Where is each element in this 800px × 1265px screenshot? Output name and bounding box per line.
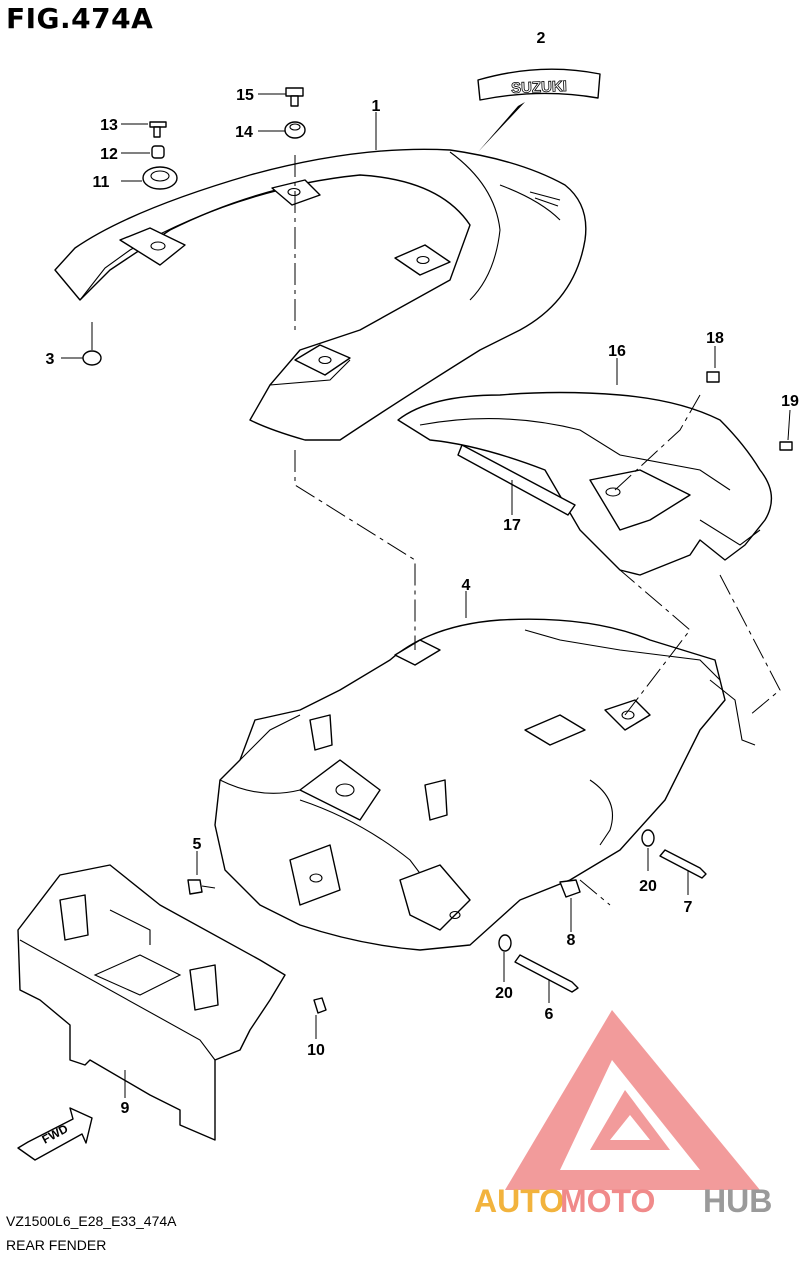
callout-2: 2 <box>537 30 546 47</box>
callout-11: 11 <box>93 174 110 191</box>
fastener-parts <box>187 829 707 1014</box>
callout-10: 10 <box>307 1042 325 1059</box>
seat-tail-cover-part <box>54 148 587 441</box>
rear-fender-part <box>214 618 756 951</box>
watermark-hub: HUB <box>703 1183 772 1219</box>
callout-20-lower: 20 <box>495 985 513 1002</box>
callout-7: 7 <box>684 899 693 916</box>
watermark-text: AUTO MOTO HUB <box>474 1183 772 1219</box>
callout-18: 18 <box>706 330 724 347</box>
callout-15: 15 <box>236 87 254 104</box>
callout-19: 19 <box>781 393 799 410</box>
callout-5: 5 <box>193 836 202 853</box>
callout-6: 6 <box>545 1006 554 1023</box>
callout-3: 3 <box>46 351 55 368</box>
rear-fender-inner-part <box>397 371 793 576</box>
callout-4: 4 <box>462 577 471 594</box>
figure-caption: REAR FENDER <box>6 1237 107 1253</box>
watermark-moto: MOTO <box>560 1183 655 1219</box>
callout-16: 16 <box>608 343 626 360</box>
hardware-parts <box>82 87 306 366</box>
watermark-logo-icon <box>505 1010 760 1190</box>
callout-9: 9 <box>121 1100 130 1117</box>
battery-tray-part <box>17 864 286 1141</box>
callout-17: 17 <box>503 517 521 534</box>
suzuki-emblem-part: SUZUKI <box>477 68 601 152</box>
figure-code: VZ1500L6_E28_E33_474A <box>6 1213 177 1229</box>
emblem-text: SUZUKI <box>511 78 567 97</box>
leader-lines <box>61 93 791 1098</box>
callout-numbers: 1 2 3 4 5 6 7 8 9 10 11 12 13 14 15 16 1… <box>46 30 799 1117</box>
callout-8: 8 <box>567 932 576 949</box>
assembly-lines <box>294 155 781 906</box>
forward-direction-icon: FWD <box>17 1107 93 1161</box>
figure-title: FIG.474A <box>6 2 154 35</box>
callout-13: 13 <box>100 117 118 134</box>
callout-1: 1 <box>372 98 381 115</box>
callout-20-upper: 20 <box>639 878 657 895</box>
callout-12: 12 <box>100 146 118 163</box>
callout-14: 14 <box>235 124 253 141</box>
watermark-auto: AUTO <box>474 1183 564 1219</box>
